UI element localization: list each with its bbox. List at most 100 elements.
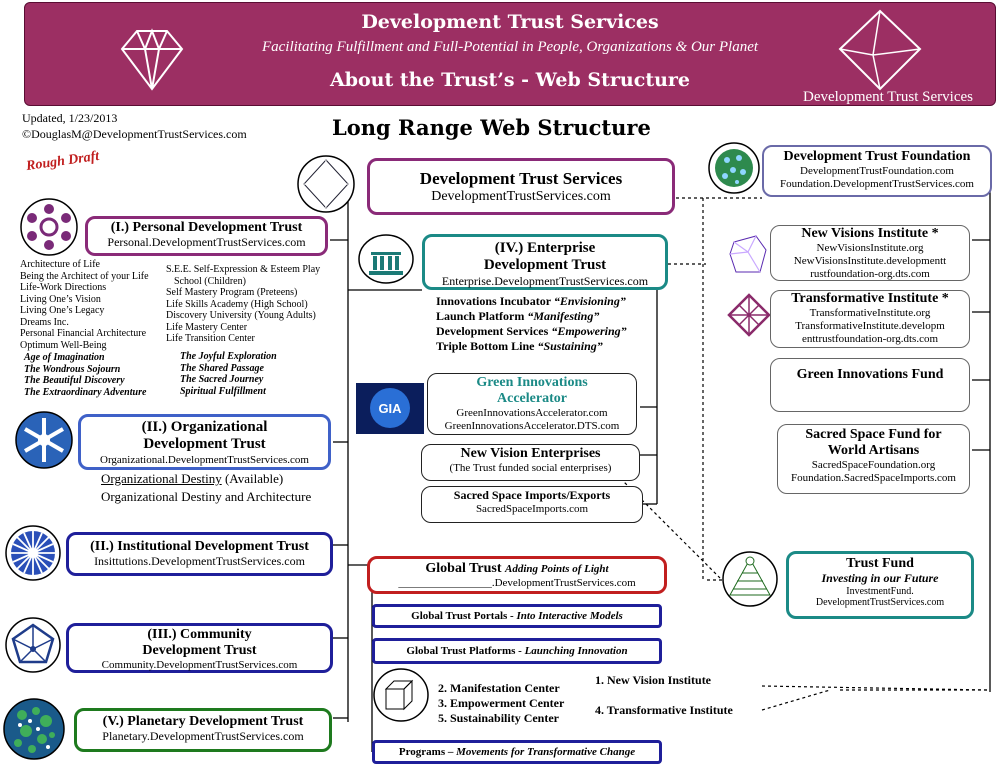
programs-box: Programs – Movements for Transformative … bbox=[372, 740, 662, 764]
list-item: The Sacred Journey bbox=[180, 374, 264, 385]
list-item: Self Mastery Program (Preteens) bbox=[166, 287, 298, 298]
list-item: Architecture of Life bbox=[20, 259, 100, 270]
gia-url2[interactable]: GreenInnovationsAccelerator.DTS.com bbox=[444, 420, 620, 433]
gia-url1[interactable]: GreenInnovationsAccelerator.com bbox=[456, 407, 608, 420]
portals-box: Global Trust Portals - Into Interactive … bbox=[372, 604, 662, 628]
institutional-box: (II.) Institutional Development Trust In… bbox=[66, 532, 333, 576]
nvi-url3[interactable]: rustfoundation-org.dts.com bbox=[810, 268, 930, 281]
ssi-box: Sacred Space Imports/Exports SacredSpace… bbox=[421, 486, 643, 523]
list-item: The Wondrous Sojourn bbox=[24, 363, 121, 375]
nvi-url1[interactable]: NewVisionsInstitute.org bbox=[816, 242, 924, 255]
ssf-title2: World Artisans bbox=[827, 443, 920, 459]
trustfund-box: Trust Fund Investing in our Future Inves… bbox=[786, 551, 974, 619]
institute-link-2: 4. Transformative Institute bbox=[595, 703, 733, 717]
list-item: Dreams Inc. bbox=[20, 316, 69, 328]
trustfund-url1[interactable]: InvestmentFund. bbox=[846, 585, 914, 597]
wheel-icon bbox=[15, 411, 73, 469]
institute-link-1: 1. New Vision Institute bbox=[595, 673, 712, 687]
org-architecture: Organizational Destiny and Architecture bbox=[101, 489, 312, 504]
institutional-url[interactable]: Insittutions.DevelopmentTrustServices.co… bbox=[94, 554, 305, 569]
diamond-icon bbox=[120, 28, 184, 91]
ti-title: Transformative Institute * bbox=[791, 291, 949, 306]
dts-url[interactable]: DevelopmentTrustServices.com bbox=[431, 188, 611, 204]
global-trust-box: Global Trust Adding Points of Light ____… bbox=[367, 556, 667, 594]
list-item: Life Transition Center bbox=[166, 333, 255, 344]
ssf-url2[interactable]: Foundation.SacredSpaceImports.com bbox=[791, 472, 956, 485]
nve-title: New Vision Enterprises bbox=[460, 446, 601, 461]
dts-box: Development Trust Services DevelopmentTr… bbox=[367, 158, 675, 215]
updated-date: Updated, 1/23/2013 bbox=[22, 111, 118, 125]
gia-logo: GIA bbox=[356, 383, 424, 434]
ssf-url1[interactable]: SacredSpaceFoundation.org bbox=[811, 459, 936, 472]
list-item: S.E.E. Self-Expression & Esteem Play bbox=[166, 264, 321, 275]
personal-list-2: S.E.E. Self-Expression & Esteem Play Sch… bbox=[166, 264, 320, 345]
enterprise-title2: Development Trust bbox=[483, 257, 607, 274]
dts-title: Development Trust Services bbox=[419, 169, 623, 188]
community-url[interactable]: Community.DevelopmentTrustServices.com bbox=[101, 659, 298, 672]
nvi-title: New Visions Institute * bbox=[801, 226, 939, 241]
list-item: Innovations Incubator “Envisioning” bbox=[436, 294, 626, 308]
org-destiny-link[interactable]: Organizational Destiny bbox=[101, 471, 222, 486]
platforms-box: Global Trust Platforms - Launching Innov… bbox=[372, 638, 662, 664]
org-destiny-line: Organizational Destiny (Available) bbox=[101, 471, 284, 486]
gem-cube-icon bbox=[729, 235, 767, 273]
ti-url3[interactable]: enttrustfoundation-org.dts.com bbox=[801, 333, 939, 346]
list-item: 3. Empowerment Center bbox=[438, 696, 565, 710]
global-tag: Adding Points of Light bbox=[505, 563, 609, 575]
foundation-box: Development Trust Foundation Development… bbox=[762, 145, 992, 197]
mandala-icon bbox=[20, 198, 78, 256]
organizational-box: (II.) Organizational Development Trust O… bbox=[78, 414, 331, 470]
list-item: School (Children) bbox=[174, 275, 246, 287]
org-url[interactable]: Organizational.DevelopmentTrustServices.… bbox=[100, 453, 309, 466]
planetary-url[interactable]: Planetary.DevelopmentTrustServices.com bbox=[102, 729, 304, 744]
octahedron-icon bbox=[297, 155, 355, 213]
ssf-title: Sacred Space Fund for bbox=[805, 427, 942, 442]
ti-url1[interactable]: TransformativeInstitute.org bbox=[809, 307, 931, 320]
banner-tagline: Facilitating Fulfillment and Full-Potent… bbox=[261, 39, 759, 55]
main-title: Long Range Web Structure bbox=[332, 115, 651, 140]
community-title2: Development Trust bbox=[142, 643, 257, 659]
globe-icon bbox=[3, 698, 65, 760]
personal-title: (I.) Personal Development Trust bbox=[110, 220, 303, 235]
ti-url2[interactable]: TransformativeInstitute.developm bbox=[795, 320, 945, 333]
header-banner: Development Trust Services Facilitating … bbox=[24, 2, 996, 106]
list-item: Development Services “Empowering” bbox=[436, 324, 627, 338]
octahedron-icon bbox=[838, 9, 922, 91]
centers-list: 2. Manifestation Center 3. Empowerment C… bbox=[438, 681, 564, 726]
globe-icon bbox=[708, 142, 760, 194]
ssi-url[interactable]: SacredSpaceImports.com bbox=[475, 502, 589, 515]
pyramid-icon bbox=[722, 551, 778, 607]
star-icon bbox=[727, 293, 771, 337]
banner-subtitle: About the Trust’s - Web Structure bbox=[329, 69, 691, 91]
community-title: (III.) Community bbox=[147, 627, 252, 642]
list-item: Being the Architect of your Life bbox=[20, 270, 149, 282]
building-icon bbox=[358, 234, 414, 284]
global-url[interactable]: _________________.DevelopmentTrustServic… bbox=[398, 577, 636, 590]
ssf-box: Sacred Space Fund for World Artisans Sac… bbox=[777, 424, 970, 494]
foundation-url2[interactable]: Foundation.DevelopmentTrustServices.com bbox=[780, 178, 974, 191]
list-item: Launch Platform “Manifesting” bbox=[436, 309, 600, 323]
trustfund-title: Trust Fund bbox=[846, 556, 914, 571]
trustfund-url2[interactable]: DevelopmentTrustServices.com bbox=[815, 597, 945, 609]
ssi-title: Sacred Space Imports/Exports bbox=[453, 488, 611, 502]
cube-icon bbox=[373, 668, 429, 722]
list-item: 5. Sustainability Center bbox=[438, 711, 560, 725]
list-item: Optimum Well-Being bbox=[20, 339, 107, 351]
list-item: Age of Imagination bbox=[24, 352, 105, 363]
global-title: Global Trust bbox=[425, 561, 502, 576]
journeys-list-2: The Joyful Exploration The Shared Passag… bbox=[180, 351, 277, 397]
foundation-url1[interactable]: DevelopmentTrustFoundation.com bbox=[800, 165, 954, 178]
enterprise-box: (IV.) Enterprise Development Trust Enter… bbox=[422, 234, 668, 290]
ti-box: Transformative Institute * Transformativ… bbox=[770, 290, 970, 348]
gia-logo-text: GIA bbox=[378, 401, 402, 416]
nvi-url2[interactable]: NewVisionsInstitute.developmentt bbox=[793, 255, 947, 268]
enterprise-title: (IV.) Enterprise bbox=[494, 240, 596, 256]
list-item: The Shared Passage bbox=[180, 362, 264, 374]
list-item: Living One’s Legacy bbox=[20, 305, 105, 316]
enterprise-url[interactable]: Enterprise.DevelopmentTrustServices.com bbox=[441, 273, 649, 288]
trustfund-tag: Investing in our Future bbox=[821, 571, 939, 586]
personal-url[interactable]: Personal.DevelopmentTrustServices.com bbox=[107, 235, 306, 250]
institutional-title: (II.) Institutional Development Trust bbox=[90, 539, 309, 554]
nvi-box: New Visions Institute * NewVisionsInstit… bbox=[770, 225, 970, 281]
planetary-title: (V.) Planetary Development Trust bbox=[102, 714, 304, 729]
